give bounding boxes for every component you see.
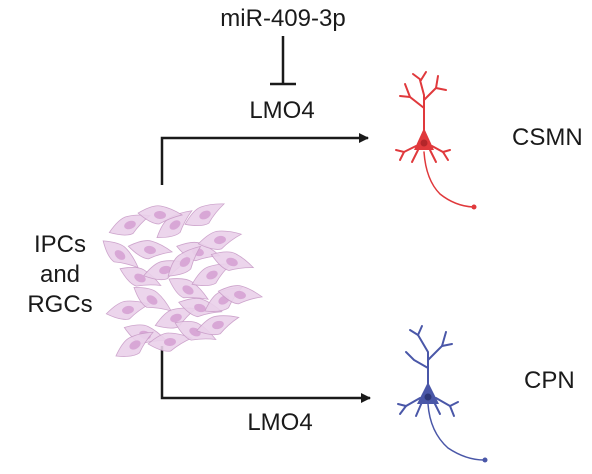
progenitor-label-line-2: and — [39, 261, 81, 288]
progenitor-cell — [178, 297, 223, 318]
arrow-to-cpn — [160, 346, 371, 403]
csmn-label: CSMN — [512, 124, 583, 151]
upper-factor-label: LMO4 — [249, 97, 315, 124]
regulator-label: miR-409-3p — [220, 5, 346, 32]
arrow-to-csmn — [160, 133, 369, 185]
cpn-label: CPN — [524, 367, 575, 394]
cpn-neuron-icon — [397, 325, 488, 463]
inhibition-connector — [270, 36, 296, 86]
progenitor-cell — [127, 240, 174, 260]
progenitor-label-line-3: RGCs — [27, 291, 93, 318]
progenitor-cell — [217, 285, 264, 305]
progenitor-cell — [197, 230, 243, 250]
progenitor-cell — [196, 315, 240, 336]
progenitor-cell — [210, 251, 255, 271]
progenitor-cell — [102, 240, 139, 269]
lower-factor-label: LMO4 — [247, 409, 313, 436]
progenitor-cell — [147, 332, 193, 352]
progenitor-cell-cluster — [102, 203, 264, 357]
progenitor-cell — [168, 278, 209, 300]
progenitor-cell — [137, 205, 184, 225]
progenitor-cell — [184, 203, 226, 227]
progenitor-label-line-1: IPCs — [33, 231, 86, 258]
progenitor-cell — [167, 245, 202, 277]
progenitor-label: IPCs and RGCs — [20, 230, 100, 320]
progenitor-cell — [119, 266, 162, 287]
progenitor-cell — [191, 263, 233, 287]
progenitor-cell — [115, 331, 154, 357]
csmn-neuron-icon — [395, 71, 477, 210]
